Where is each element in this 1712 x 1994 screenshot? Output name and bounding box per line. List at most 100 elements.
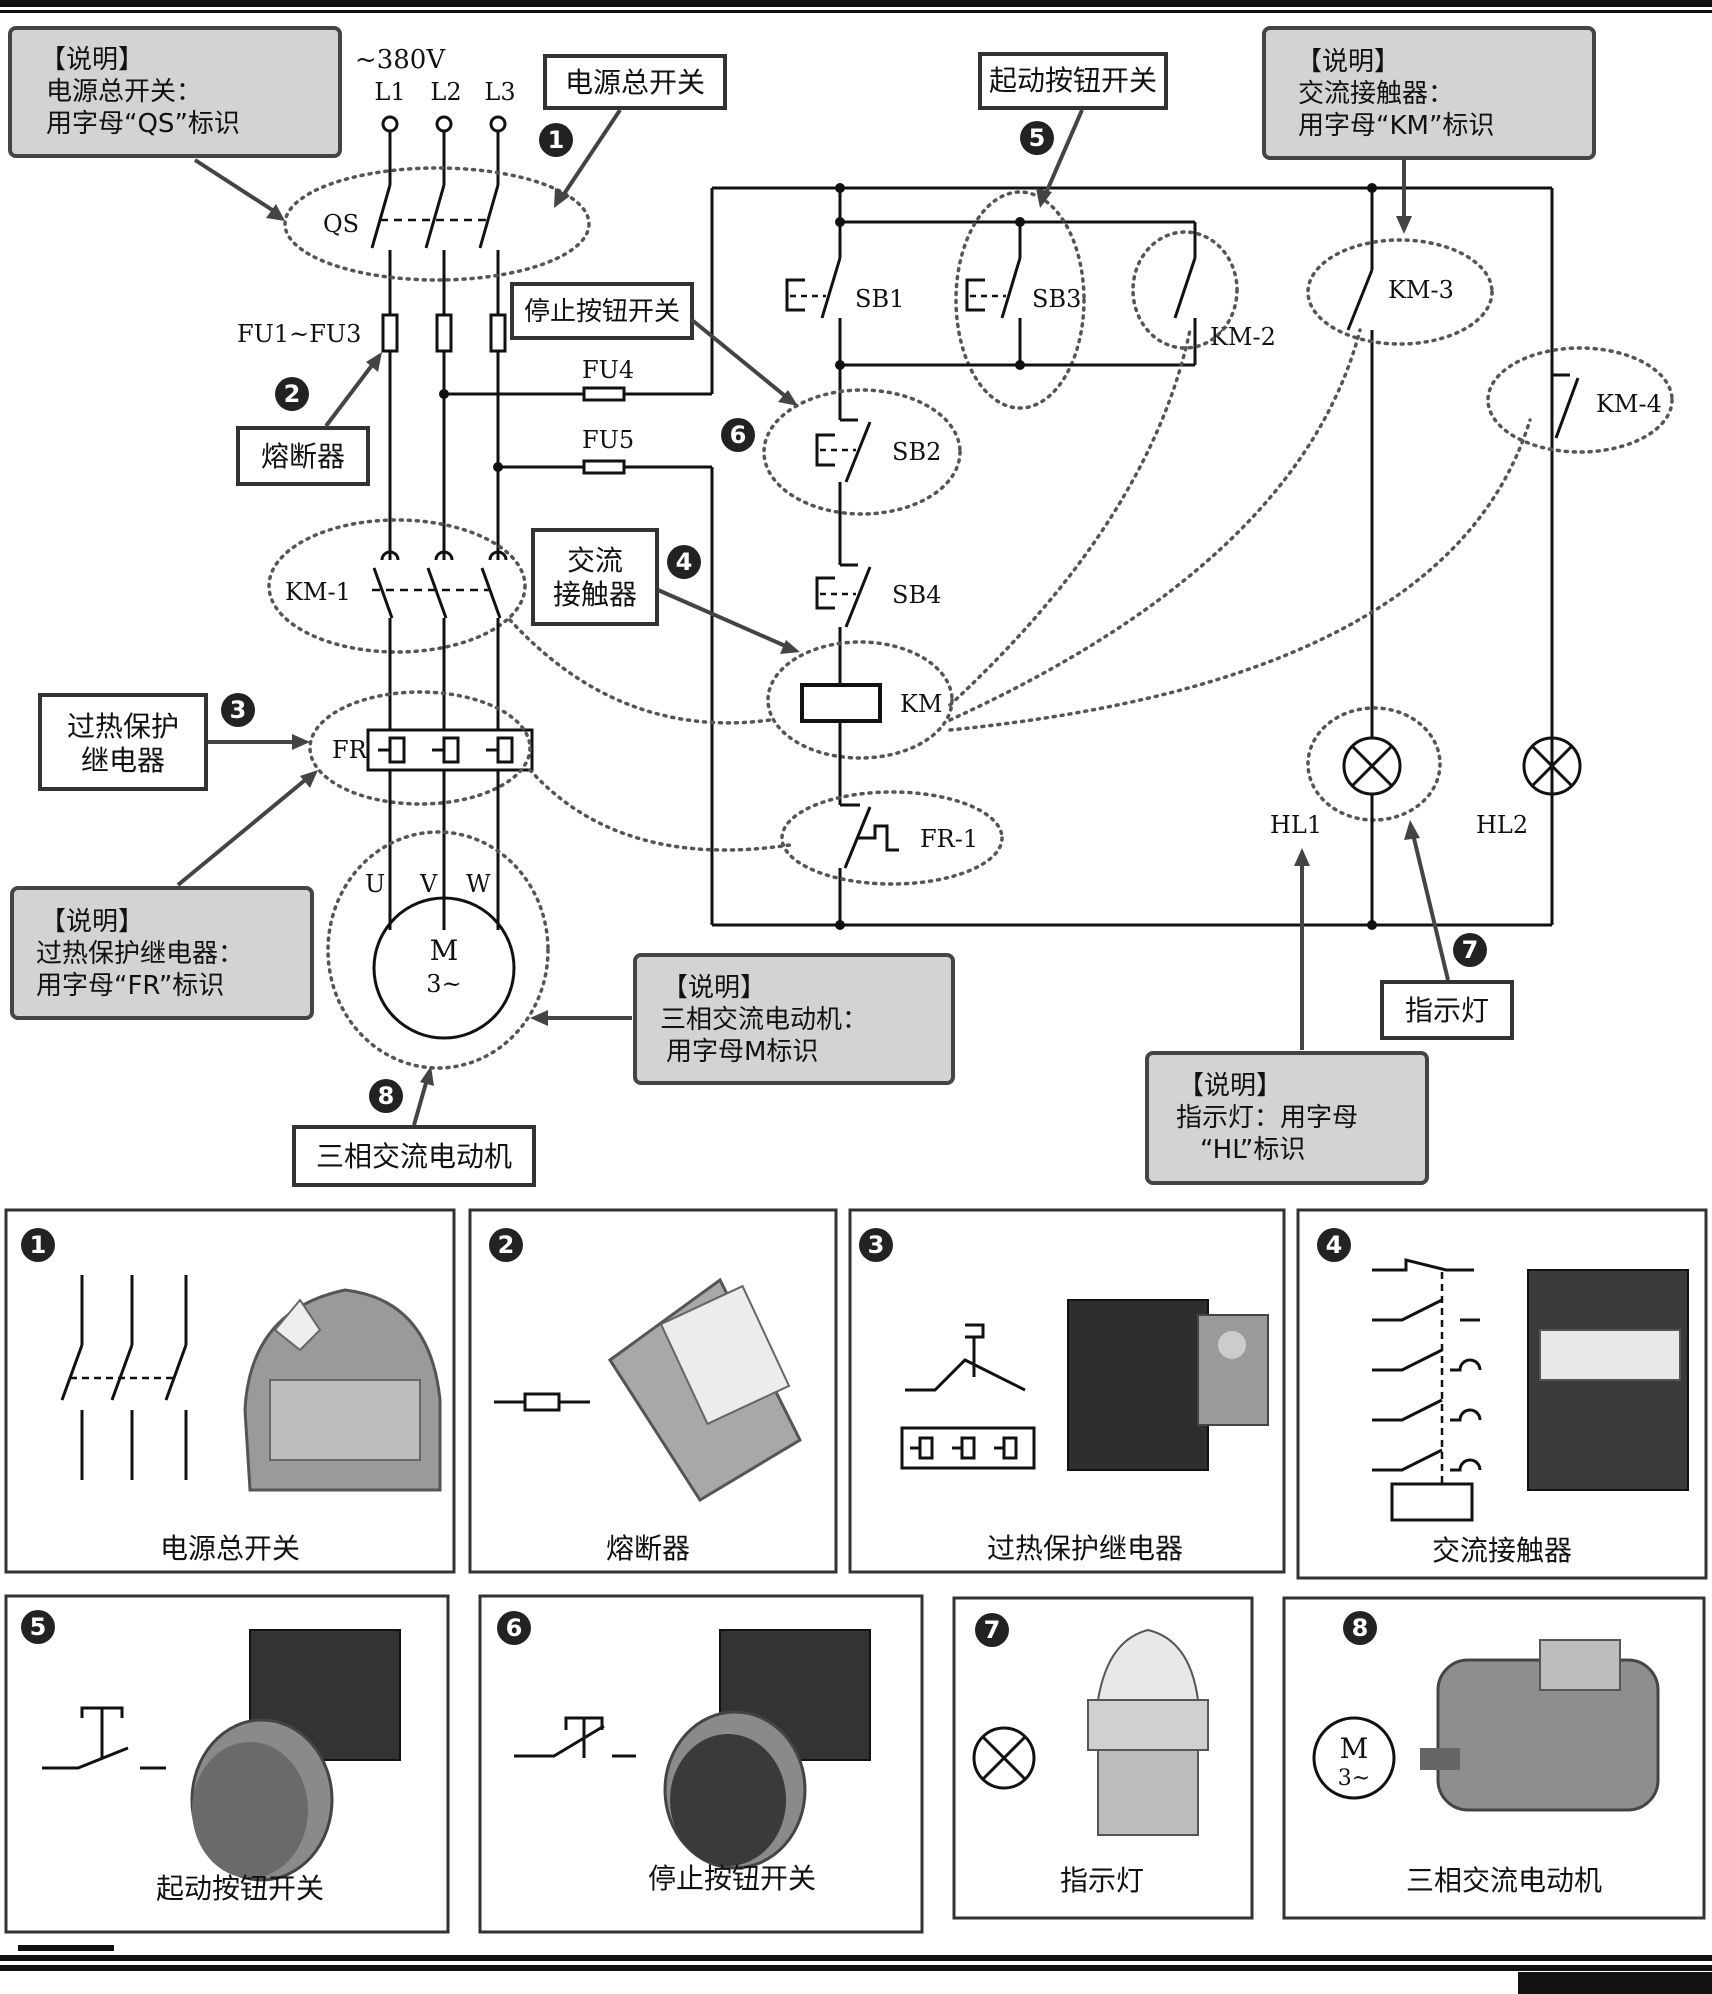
svg-text:用字母“QS”标识: 用字母“QS”标识 (46, 109, 240, 139)
svg-text:3~: 3~ (1338, 1766, 1370, 1791)
note-fr: 【说明】 过热保护继电器： 用字母“FR”标识 (10, 886, 314, 1020)
svg-text:5: 5 (1029, 124, 1046, 152)
thermal-relay-photo (1067, 1299, 1269, 1471)
v-label: V (419, 870, 438, 898)
phase-l1-label: L1 (374, 78, 405, 106)
panel-2: 2 熔断器 (468, 1208, 838, 1574)
badge-6: 6 (721, 418, 755, 452)
switch-photo (243, 1288, 442, 1492)
svg-text:2: 2 (498, 1231, 515, 1259)
hl2-lamp (1522, 736, 1582, 796)
sb3-label: SB3 (1032, 285, 1081, 313)
sb4-label: SB4 (892, 581, 941, 609)
panel-3-caption: 过热保护继电器 (987, 1532, 1183, 1565)
svg-text:接触器: 接触器 (553, 578, 637, 611)
badge-1: 1 (539, 123, 573, 157)
control-circuit: FU4 FU5 SB1 SB3 KM-2 (444, 183, 1674, 930)
indicator-photo (1087, 1628, 1209, 1836)
fr1-label: FR-1 (920, 825, 978, 853)
svg-text:【说明】: 【说明】 (662, 973, 766, 1003)
svg-text:用字母“KM”标识: 用字母“KM”标识 (1298, 111, 1494, 141)
svg-text:用字母M标识: 用字母M标识 (666, 1037, 818, 1067)
sb1-label: SB1 (855, 285, 904, 313)
note-m: 【说明】 三相交流电动机： 用字母M标识 (633, 953, 955, 1085)
note-hl: 【说明】 指示灯：用字母 “HL”标识 (1145, 1051, 1429, 1185)
callout-contactor: 交流 接触器 (531, 528, 659, 626)
svg-text:继电器: 继电器 (81, 744, 165, 777)
svg-text:4: 4 (1326, 1231, 1343, 1259)
panel-8-caption: 三相交流电动机 (1406, 1864, 1602, 1897)
main-circuit: ~380V L1 L2 L3 QS FU1~FU3 (237, 45, 591, 1070)
svg-text:8: 8 (1352, 1614, 1369, 1642)
svg-text:4: 4 (676, 548, 693, 576)
badge-5: 5 (1020, 121, 1054, 155)
svg-text:6: 6 (730, 421, 747, 449)
sb2-label: SB2 (892, 438, 941, 466)
switch-symbol (60, 1275, 188, 1480)
svg-text:交流: 交流 (567, 544, 623, 577)
svg-text:【说明】: 【说明】 (40, 45, 144, 75)
callout-main-switch: 电源总开关 (543, 54, 727, 110)
badge-3: 3 (221, 693, 255, 727)
svg-text:三相交流电动机: 三相交流电动机 (316, 1140, 512, 1173)
callout-fuse: 熔断器 (236, 426, 370, 486)
svg-text:6: 6 (506, 1614, 523, 1642)
callout-thermal-relay: 过热保护 继电器 (38, 693, 208, 791)
svg-text:3: 3 (230, 696, 247, 724)
km1-label: KM-1 (285, 578, 351, 606)
svg-text:8: 8 (378, 1082, 395, 1110)
fuse-photo (607, 1277, 802, 1503)
km2-label: KM-2 (1210, 323, 1276, 351)
panel-2-caption: 熔断器 (606, 1532, 690, 1565)
svg-text:交流接触器：: 交流接触器： (1298, 79, 1454, 109)
panel-7-caption: 指示灯 (1060, 1864, 1144, 1897)
callout-start-button: 起动按钮开关 (978, 52, 1168, 110)
svg-text:过热保护继电器：: 过热保护继电器： (36, 939, 244, 969)
svg-text:停止按钮开关: 停止按钮开关 (524, 297, 680, 327)
svg-text:“HL”标识: “HL”标识 (1200, 1135, 1305, 1165)
panel-3: 3 过热保护继电器 (848, 1208, 1286, 1574)
svg-text:3: 3 (868, 1231, 885, 1259)
svg-text:电源总开关: 电源总开关 (565, 66, 705, 99)
svg-text:【说明】: 【说明】 (1178, 1071, 1282, 1101)
callout-stop-button: 停止按钮开关 (510, 282, 694, 340)
voltage-label: ~380V (355, 45, 446, 75)
panel-4: 4 交流接触器 (1296, 1208, 1708, 1580)
svg-text:5: 5 (30, 1613, 47, 1641)
motor-photo (1420, 1639, 1660, 1812)
badge-2: 2 (275, 377, 309, 411)
hl1-label: HL1 (1270, 811, 1322, 839)
svg-text:7: 7 (984, 1616, 1001, 1644)
svg-text:电源总开关：: 电源总开关： (46, 77, 202, 107)
km3-label: KM-3 (1388, 276, 1454, 304)
phase-l2-label: L2 (430, 78, 461, 106)
badge-7: 7 (1453, 933, 1487, 967)
panel-1-caption: 电源总开关 (160, 1532, 300, 1565)
top-bar (0, 0, 1712, 7)
panel-6-caption: 停止按钮开关 (648, 1862, 816, 1895)
svg-text:起动按钮开关: 起动按钮开关 (989, 64, 1157, 97)
panel-1: 1 电源总开关 (4, 1208, 456, 1574)
note-qs: 【说明】 电源总开关： 用字母“QS”标识 (8, 26, 342, 158)
fr-label: FR (332, 736, 368, 764)
badge-4: 4 (667, 545, 701, 579)
motor-symbol (372, 896, 516, 1040)
qs-label: QS (323, 210, 359, 238)
badge-8: 8 (369, 1079, 403, 1113)
km4-label: KM-4 (1596, 390, 1662, 418)
motor-3-label: 3~ (426, 970, 461, 998)
stop-button-photo (663, 1629, 871, 1870)
phase-l3-label: L3 (484, 78, 515, 106)
panel-6: 6 停止按钮开关 (478, 1594, 924, 1934)
callout-motor: 三相交流电动机 (292, 1125, 536, 1187)
svg-text:【说明】: 【说明】 (1296, 47, 1400, 77)
w-label: W (466, 870, 491, 898)
start-button-photo (190, 1629, 401, 1882)
contactor-photo (1527, 1269, 1689, 1491)
svg-text:过热保护: 过热保护 (67, 710, 179, 743)
panel-8: 8 M 3~ 三相交流电动机 (1282, 1596, 1706, 1920)
km-label: KM (900, 690, 943, 718)
panel-7: 7 指示灯 (952, 1596, 1254, 1920)
fu5-label: FU5 (582, 426, 634, 454)
